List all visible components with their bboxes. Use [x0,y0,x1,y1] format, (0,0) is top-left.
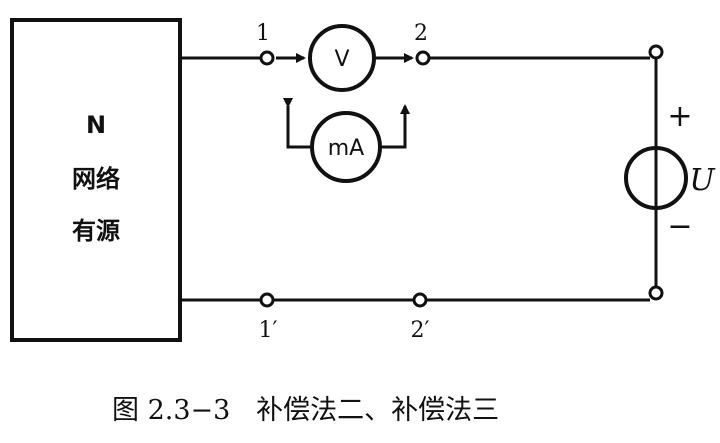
network-label-network: 网络 [72,165,120,193]
network-label-active: 有源 [72,217,120,245]
source-plus-sign: + [667,99,692,134]
terminal-right-bottom [648,285,664,301]
source-minus-sign: − [667,209,692,244]
terminal-1-prime [259,292,275,308]
milliammeter-label: mA [328,136,364,161]
terminal-1 [259,50,275,66]
terminal-2-prime [412,292,428,308]
terminal-2 [415,50,431,66]
network-label-n: N [86,111,106,139]
voltmeter-label: V [334,47,349,72]
network-box [10,18,182,342]
ammeter-lead-left [283,98,312,149]
terminal-2-label: 2 [414,21,428,46]
terminal-1-label: 1 [256,21,270,46]
terminal-right-top [648,44,664,60]
figure-caption: 图 2.3−3 补偿法二、补偿法三 [112,395,499,426]
terminal-2-prime-label: 2′ [411,318,430,343]
ammeter-lead-right [380,104,410,149]
terminal-1-prime-label: 1′ [259,318,278,343]
source-u-label: U [689,163,716,198]
